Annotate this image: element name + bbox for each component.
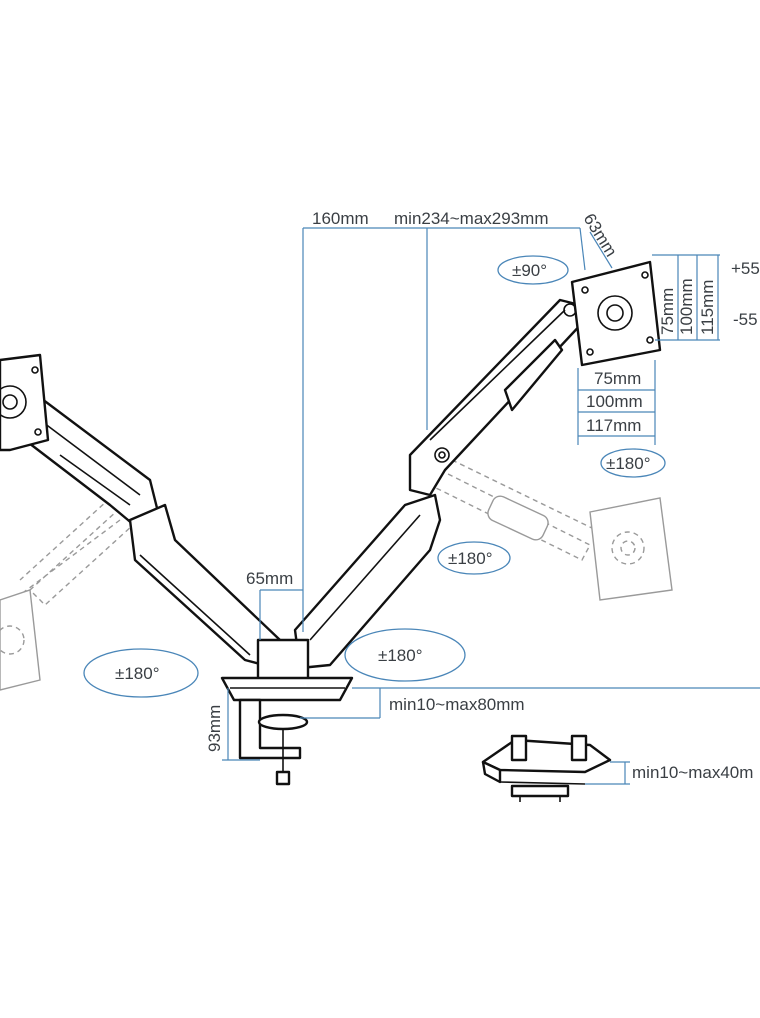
dim-clamp-height: 93mm	[205, 705, 224, 752]
lower-arm-left-rotation-ellipse	[83, 648, 199, 698]
right-upper-arm	[408, 298, 587, 497]
left-vesa-plate	[0, 353, 50, 452]
dim-head-depth: 63mm	[580, 210, 621, 260]
dim-arm-reach: min234~max293mm	[394, 209, 549, 228]
dim-vesa-h-75: 75mm	[658, 288, 677, 335]
grommet-mount	[481, 734, 612, 802]
right-lower-arm	[293, 493, 442, 670]
dim-vesa-h-100: 100mm	[677, 278, 696, 335]
dim-tilt-down: -55	[733, 310, 758, 329]
head-rotation-ellipse	[600, 448, 666, 478]
rot-upper-arm: ±180°	[448, 549, 493, 568]
rot-head-swivel: ±180°	[606, 454, 651, 473]
ghost-right-vesa-plate	[589, 497, 673, 601]
dimension-lines	[222, 227, 760, 785]
pole-base	[220, 638, 354, 702]
dim-grommet-range: min10~max40m	[632, 763, 753, 782]
right-vesa-plate	[570, 260, 662, 367]
rot-lower-arm-right: ±180°	[378, 646, 423, 665]
upper-arm-rotation-ellipse	[437, 541, 511, 575]
dim-vesa-h-115: 115mm	[698, 280, 717, 335]
ghost-right-arm	[431, 459, 673, 601]
desk-clamp	[238, 698, 309, 786]
dim-vesa-w-100: 100mm	[586, 392, 643, 411]
lower-arm-right-rotation-ellipse	[344, 628, 466, 682]
rot-lower-arm-left: ±180°	[115, 664, 160, 683]
tilt-rotation-ellipse	[497, 255, 569, 285]
rot-head-tilt: ±90°	[512, 261, 547, 280]
dim-vesa-w-75: 75mm	[594, 369, 641, 388]
ghost-left-arm	[0, 479, 157, 691]
ghost-left-vesa-plate	[0, 589, 41, 691]
dim-arm-offset: 160mm	[312, 209, 369, 228]
dim-tilt-up: +55	[731, 259, 760, 278]
dim-vesa-w-117: 117mm	[586, 416, 641, 435]
dim-clamp-range: min10~max80mm	[389, 695, 525, 714]
dim-pole-offset: 65mm	[246, 569, 293, 588]
